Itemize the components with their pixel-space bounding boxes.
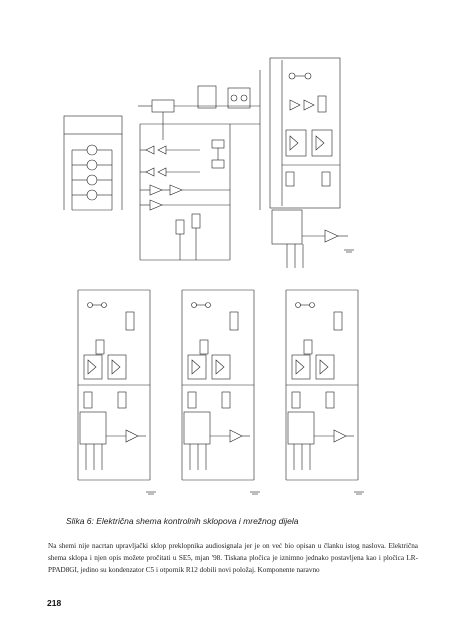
module-box xyxy=(63,115,123,135)
page-number: 218 xyxy=(47,598,62,608)
body-paragraph: Na shemi nije nacrtan upravljački sklop … xyxy=(48,542,418,574)
circuit-schematic xyxy=(63,57,364,495)
channel-block-1 xyxy=(77,289,151,481)
channel-block-3 xyxy=(285,289,359,481)
channel-block-2 xyxy=(181,289,255,481)
figure-caption: Slika 6: Električna shema kontrolnih skl… xyxy=(66,516,299,526)
